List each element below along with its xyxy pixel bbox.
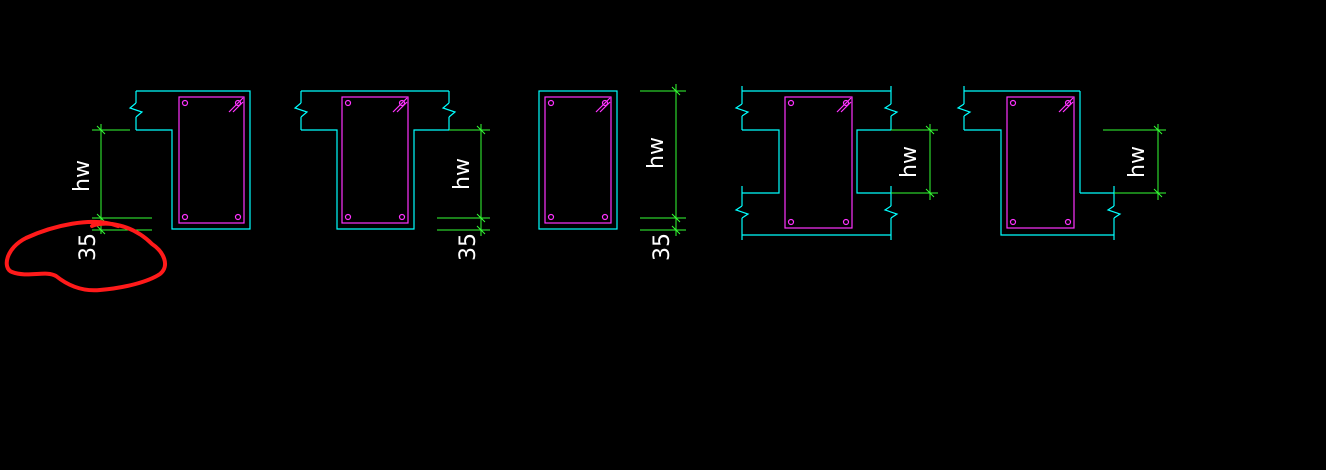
- section-3-hw-label: hw: [644, 137, 669, 169]
- section-2: hw 35: [293, 90, 490, 261]
- section-4-dimension: hw: [891, 124, 938, 200]
- section-3-outline: [538, 90, 618, 230]
- section-2-hw-label: hw: [450, 158, 475, 190]
- section-3-35-label: 35: [650, 233, 675, 261]
- red-markup-circle: [4, 219, 168, 293]
- section-1-35-label: 35: [76, 233, 101, 261]
- section-2-rebar-cage: [341, 96, 409, 224]
- section-5: hw: [956, 86, 1166, 240]
- section-4: hw: [734, 86, 938, 240]
- section-4-hw-label: hw: [897, 146, 922, 178]
- section-2-dimension: hw 35: [437, 124, 490, 261]
- section-5-hw-label: hw: [1125, 146, 1150, 178]
- section-1-rebar-cage: [178, 96, 245, 224]
- section-3: hw 35: [538, 84, 686, 261]
- section-1-outline: [128, 90, 251, 230]
- section-3-dimension: hw 35: [640, 84, 686, 261]
- section-1-hw-label: hw: [70, 160, 95, 192]
- section-1-dimension: hw 35: [70, 124, 152, 261]
- section-5-outline: [956, 86, 1122, 240]
- section-1: hw 35: [70, 90, 251, 261]
- section-4-outline: [734, 86, 899, 240]
- section-4-rebar-cage: [784, 96, 853, 229]
- section-5-rebar-cage: [1006, 96, 1075, 229]
- section-2-outline: [293, 90, 457, 230]
- section-5-dimension: hw: [1103, 124, 1166, 200]
- section-3-rebar-cage: [544, 96, 612, 224]
- section-2-35-label: 35: [456, 233, 481, 261]
